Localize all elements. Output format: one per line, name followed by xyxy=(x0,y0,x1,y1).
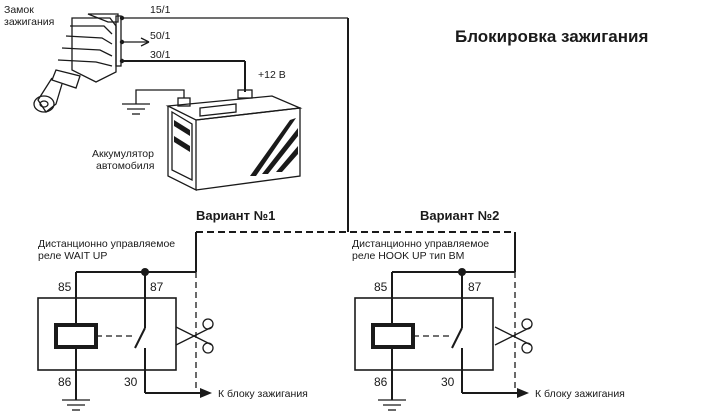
ignition-key-icon xyxy=(33,13,122,113)
diagram-title: Блокировка зажигания xyxy=(455,27,648,46)
relay-coil-icon xyxy=(54,323,98,349)
relay-2-housing xyxy=(354,297,494,371)
battery-voltage: +12 В xyxy=(258,69,286,81)
ignition-label-line1: Замок xyxy=(4,4,34,16)
terminal-50-1: 50/1 xyxy=(150,30,171,42)
relay-2-output-label: К блоку зажигания xyxy=(535,388,625,400)
relay-switch-icon xyxy=(134,327,146,349)
relay-2-pin-87: 87 xyxy=(468,280,482,294)
scissors-icon xyxy=(494,318,533,354)
relay-1-pin-85: 85 xyxy=(58,280,72,294)
relay-2-pin-30: 30 xyxy=(441,375,455,389)
ground-icon xyxy=(378,399,406,411)
relay-1-housing xyxy=(37,297,177,371)
relay-1-pin-87: 87 xyxy=(150,280,164,294)
relay-coil-icon xyxy=(371,323,415,349)
battery-label-line1: Аккумулятор xyxy=(92,148,154,160)
relay-2-label-line1: Дистанционно управляемое xyxy=(352,238,489,250)
relay-switch-icon xyxy=(451,327,463,349)
scissors-icon xyxy=(175,318,214,354)
relay-2-label-line2: реле HOOK UP тип ВМ xyxy=(352,250,464,262)
relay-1-label-line1: Дистанционно управляемое xyxy=(38,238,175,250)
ground-icon xyxy=(122,89,185,115)
relay-2-pin-85: 85 xyxy=(374,280,388,294)
ground-icon xyxy=(62,399,90,411)
terminal-30-1: 30/1 xyxy=(150,49,171,61)
relay-variant-1: Дистанционно управляемое реле WAIT UP 85… xyxy=(37,232,308,411)
battery-icon xyxy=(165,89,303,192)
battery-label-line2: автомобиля xyxy=(96,160,154,172)
relay-1-pin-30: 30 xyxy=(124,375,138,389)
relay-2-pin-86: 86 xyxy=(374,375,388,389)
terminal-15-1: 15/1 xyxy=(150,4,171,16)
variant-2-heading: Вариант №2 xyxy=(420,208,499,223)
relay-1-output-label: К блоку зажигания xyxy=(218,388,308,400)
relay-1-label-line2: реле WAIT UP xyxy=(38,250,107,262)
relay-variant-2: Дистанционно управляемое реле HOOK UP ти… xyxy=(352,232,625,411)
variant-1-heading: Вариант №1 xyxy=(196,208,275,223)
ignition-label-line2: зажигания xyxy=(4,16,54,28)
relay-1-pin-86: 86 xyxy=(58,375,72,389)
ignition-wires xyxy=(119,15,348,92)
